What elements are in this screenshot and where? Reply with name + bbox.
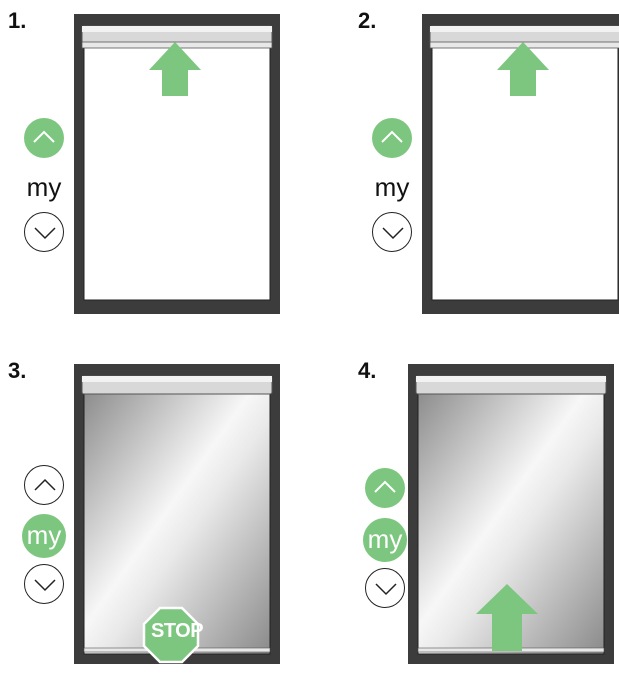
step-panel-1: 1. my (0, 0, 300, 330)
chevron-up-icon (33, 130, 55, 143)
stop-sign-icon (142, 606, 200, 664)
up-button[interactable] (365, 468, 405, 508)
step-number: 3. (8, 358, 27, 383)
step-panel-4: 4. my (350, 350, 619, 680)
up-arrow-icon (149, 42, 201, 96)
up-button[interactable] (372, 118, 412, 158)
up-button[interactable] (24, 465, 64, 505)
up-arrow-icon (476, 584, 538, 651)
my-button-label[interactable]: my (374, 172, 410, 202)
chevron-down-icon (34, 227, 56, 240)
my-button-label[interactable]: my (26, 172, 62, 202)
chevron-up-icon (381, 130, 403, 143)
chevron-down-icon (375, 583, 397, 596)
down-button[interactable] (365, 568, 405, 608)
chevron-down-icon (34, 579, 56, 592)
chevron-up-icon (34, 478, 56, 491)
my-button-label[interactable]: my (363, 518, 407, 562)
step-number: 2. (358, 8, 377, 33)
up-arrow-icon (497, 42, 549, 96)
down-button[interactable] (372, 212, 412, 252)
window-diagram (408, 364, 614, 664)
step-number: 1. (8, 8, 27, 33)
stop-sign-label: STOP (150, 620, 204, 642)
window-diagram (74, 364, 280, 664)
chevron-down-icon (382, 227, 404, 240)
step-panel-3: 3. my STOP (0, 350, 300, 680)
down-button[interactable] (24, 564, 64, 604)
window-diagram (422, 14, 619, 314)
up-button[interactable] (24, 118, 64, 158)
step-panel-2: 2. my (350, 0, 619, 330)
step-number: 4. (358, 358, 377, 383)
window-diagram (74, 14, 280, 314)
down-button[interactable] (24, 212, 64, 252)
my-button-label[interactable]: my (22, 514, 66, 558)
chevron-up-icon (374, 480, 396, 493)
